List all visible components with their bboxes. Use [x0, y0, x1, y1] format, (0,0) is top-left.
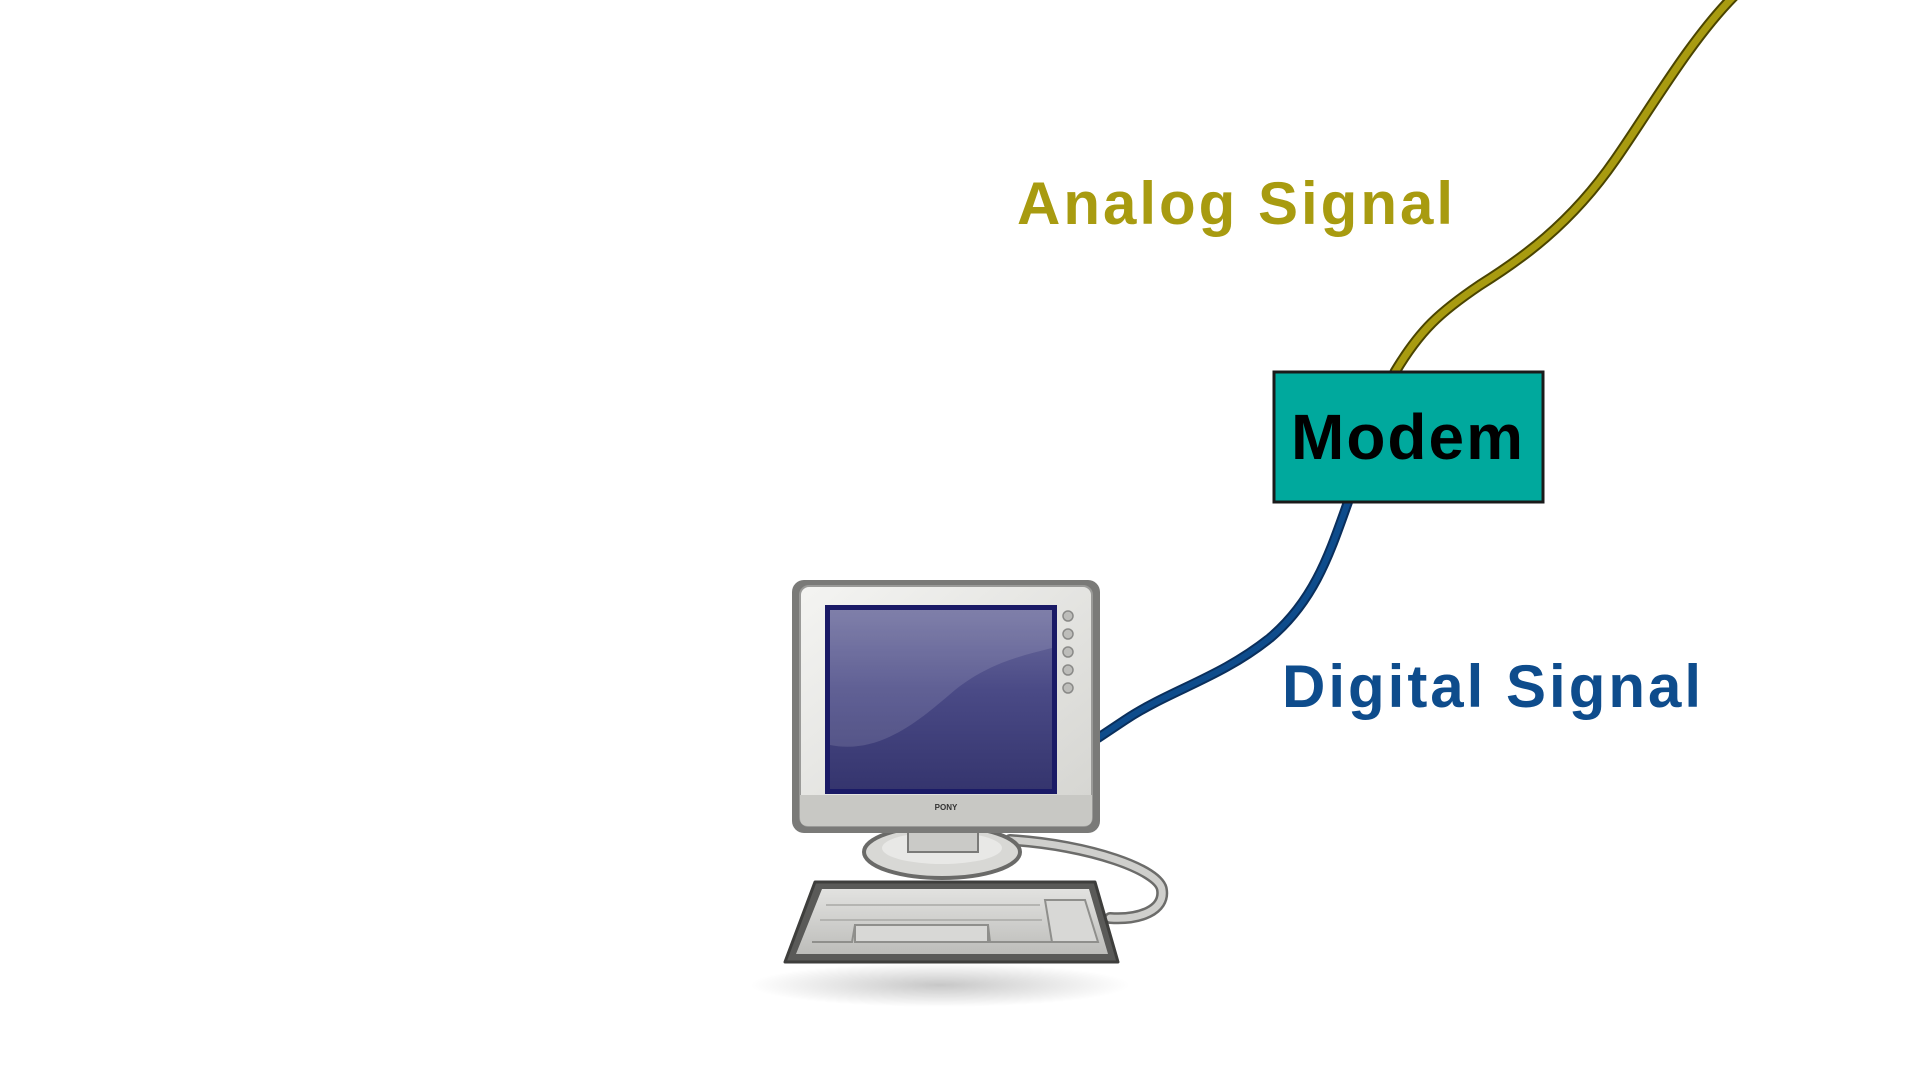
digital-signal-label: Digital Signal [1282, 653, 1704, 720]
desktop-computer-icon: PONY [750, 580, 1169, 1007]
monitor-brand-label: PONY [935, 803, 958, 812]
analog-signal-line [1389, 0, 1738, 378]
analog-signal-label: Analog Signal [1017, 170, 1456, 237]
modem-label: Modem [1291, 401, 1525, 473]
digital-signal-line [1093, 497, 1353, 743]
modem-box: Modem [1272, 370, 1545, 504]
